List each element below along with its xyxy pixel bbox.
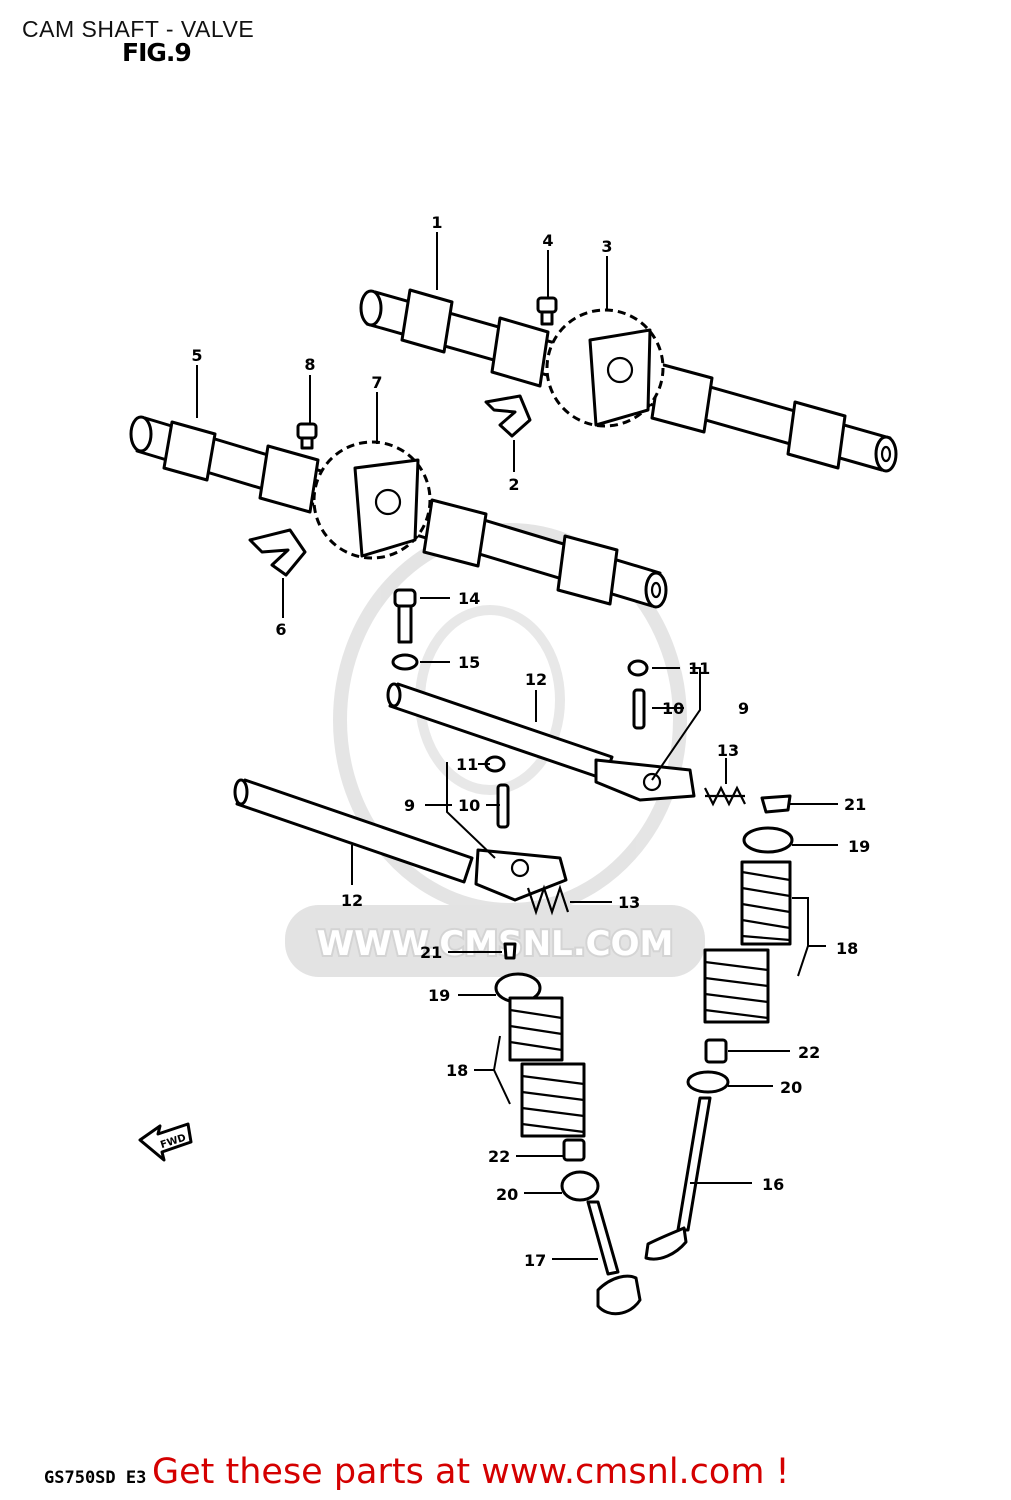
callout-4: 4 <box>542 231 553 250</box>
callout-11-upper: 11 <box>688 659 710 678</box>
leader-lines <box>196 232 838 1260</box>
callout-21-left: 21 <box>420 943 442 962</box>
rocker-arm-upper <box>594 758 696 802</box>
adjuster-10-upper <box>632 688 646 730</box>
callout-10-upper: 10 <box>662 699 684 718</box>
valve-springs-18-right <box>703 860 792 1024</box>
clip-2 <box>484 394 532 438</box>
retainer-19-right <box>742 826 794 854</box>
spring-seat-20-left <box>560 1170 600 1202</box>
callout-12-lower: 12 <box>341 891 363 910</box>
callout-20-left: 20 <box>496 1185 518 1204</box>
spring-seat-20-right <box>686 1070 730 1094</box>
figure-label: FIG.9 <box>122 38 192 67</box>
page-title: CAM SHAFT - VALVE <box>22 16 255 42</box>
callout-18-right: 18 <box>836 939 858 958</box>
callout-11-lower: 11 <box>456 755 478 774</box>
callout-2: 2 <box>508 475 519 494</box>
callout-1: 1 <box>431 213 442 232</box>
callout-22-right: 22 <box>798 1043 820 1062</box>
callout-19-right: 19 <box>848 837 870 856</box>
bolt-4 <box>536 296 558 326</box>
stem-seal-22-left <box>562 1138 586 1162</box>
valve-springs-18-left <box>508 996 586 1138</box>
callout-6: 6 <box>275 620 286 639</box>
callout-8: 8 <box>304 355 315 374</box>
rocker-arm-lower <box>474 848 568 902</box>
callout-3: 3 <box>601 237 612 256</box>
callout-7: 7 <box>371 373 382 392</box>
rocker-shaft-lower <box>233 778 474 884</box>
clip-6 <box>248 528 307 577</box>
watermark: WWW.CMSNL.COM <box>285 523 705 977</box>
spring-13-lower <box>526 884 570 916</box>
callout-12-upper: 12 <box>525 670 547 689</box>
callout-9-lower: 9 <box>404 796 415 815</box>
callout-21-right: 21 <box>844 795 866 814</box>
cam-sprocket-lower <box>312 440 432 560</box>
callout-13-lower: 13 <box>618 893 640 912</box>
callouts: 1 4 3 5 8 7 2 6 14 15 12 11 10 9 13 21 1… <box>191 213 870 1270</box>
callout-13-upper: 13 <box>717 741 739 760</box>
valve-17 <box>586 1200 642 1316</box>
stem-seal-22-right <box>704 1038 728 1064</box>
callout-20-right: 20 <box>780 1078 802 1097</box>
bolt-14 <box>393 588 417 644</box>
cotter-21-left <box>503 942 517 960</box>
callout-16: 16 <box>762 1175 784 1194</box>
spring-13-upper <box>704 785 746 807</box>
callout-17: 17 <box>524 1251 546 1270</box>
callout-9-upper: 9 <box>738 699 749 718</box>
cotter-21-right <box>760 794 792 814</box>
buy-parts-link[interactable]: Get these parts at www.cmsnl.com ! <box>152 1452 790 1492</box>
callout-22-left: 22 <box>488 1147 510 1166</box>
front-direction-arrow: FWD <box>138 1122 193 1162</box>
callout-10-lower: 10 <box>458 796 480 815</box>
bolt-8 <box>296 422 318 450</box>
watermark-text: WWW.CMSNL.COM <box>317 924 674 964</box>
valve-16 <box>644 1096 712 1261</box>
cam-sprocket-upper <box>545 308 665 428</box>
nut-11-upper <box>627 659 649 677</box>
callout-5: 5 <box>191 346 202 365</box>
callout-19-left: 19 <box>428 986 450 1005</box>
callout-18-left: 18 <box>446 1061 468 1080</box>
callout-14: 14 <box>458 589 480 608</box>
callout-15: 15 <box>458 653 480 672</box>
model-code: GS750SD E3 <box>44 1468 147 1488</box>
washer-15 <box>391 653 419 671</box>
